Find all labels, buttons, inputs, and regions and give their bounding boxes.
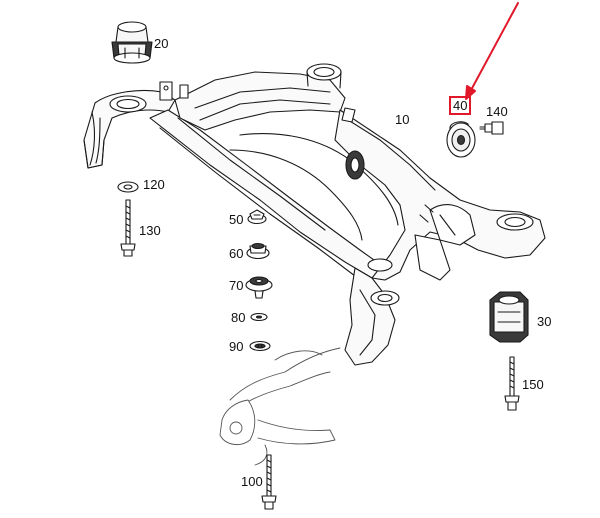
part-140-bolt (479, 121, 504, 135)
callout-140: 140 (486, 104, 508, 119)
part-80-washer (250, 312, 268, 322)
part-50-nut (247, 209, 267, 225)
part-20-bushing (111, 21, 153, 64)
part-40-bushing (446, 121, 476, 158)
callout-150: 150 (522, 377, 544, 392)
ghost-suspension-knuckle (219, 347, 341, 466)
callout-60: 60 (229, 246, 244, 261)
callout-50: 50 (229, 212, 244, 227)
callout-130: 130 (139, 223, 161, 238)
callout-30: 30 (537, 314, 552, 329)
callout-20: 20 (154, 36, 169, 51)
callout-40-highlight-box (449, 96, 471, 115)
callout-120: 120 (143, 177, 165, 192)
part-150-bolt (504, 356, 520, 411)
part-130-bolt (120, 199, 136, 257)
callout-40: 40 (453, 98, 468, 113)
part-30-mount (489, 291, 529, 343)
callout-10: 10 (395, 112, 410, 127)
part-120-washer (117, 181, 139, 193)
part-90-washer (249, 340, 271, 352)
callout-80: 80 (231, 310, 246, 325)
part-60-washer (246, 242, 270, 260)
callout-70: 70 (229, 278, 244, 293)
rear-subframe (83, 63, 546, 366)
part-70-mount (245, 276, 273, 299)
part-100-bolt (261, 454, 277, 510)
highlight-arrow (465, 2, 519, 100)
callout-90: 90 (229, 339, 244, 354)
callout-100: 100 (241, 474, 263, 489)
